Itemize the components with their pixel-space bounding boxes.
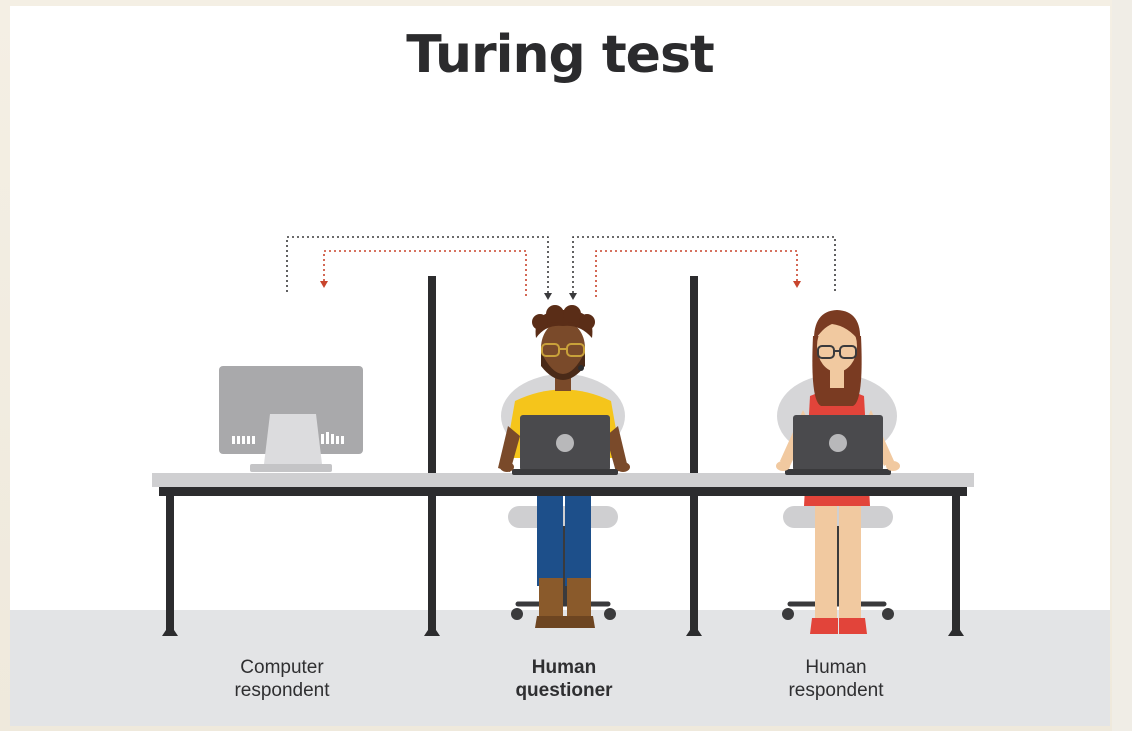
label-line: Human [531,657,597,678]
arrow-question-to-computer [286,236,549,298]
label-line: respondent [788,680,884,701]
desktop-computer-icon [219,366,363,472]
laptop-icon [776,415,900,475]
partition-right-foot [686,630,702,636]
arrowhead-questioner-right [569,293,577,300]
partition-left-foot [424,630,440,636]
partition-left [428,276,436,636]
arrowhead-questioner-left [544,293,552,300]
label-computer-respondent: Computer respondent [182,656,382,702]
arrow-answer-from-computer [323,250,527,298]
diagram-card: Turing test [10,6,1110,726]
laptop-icon [500,415,630,475]
desk [152,473,974,636]
label-human-respondent: Human respondent [736,656,936,702]
partition-right [690,276,698,636]
label-line: respondent [234,680,330,701]
label-human-questioner: Human questioner [464,656,664,702]
desk-frame [159,487,967,496]
arrow-heads [320,281,801,300]
label-line: Human [805,657,867,678]
floor [10,610,1110,726]
arrowhead-computer [320,281,328,288]
arrow-answer-from-human [595,250,798,298]
desk-top [152,473,974,487]
turing-test-scene [152,236,974,636]
label-line: Computer [240,657,324,678]
desk-leg [166,496,174,630]
communication-arrows [286,236,836,298]
arrowhead-human [793,281,801,288]
arrow-question-to-human [572,236,836,298]
label-line: questioner [515,680,613,701]
diagram-title: Turing test [406,25,715,85]
page-edge [1112,0,1132,731]
desk-leg [952,496,960,630]
